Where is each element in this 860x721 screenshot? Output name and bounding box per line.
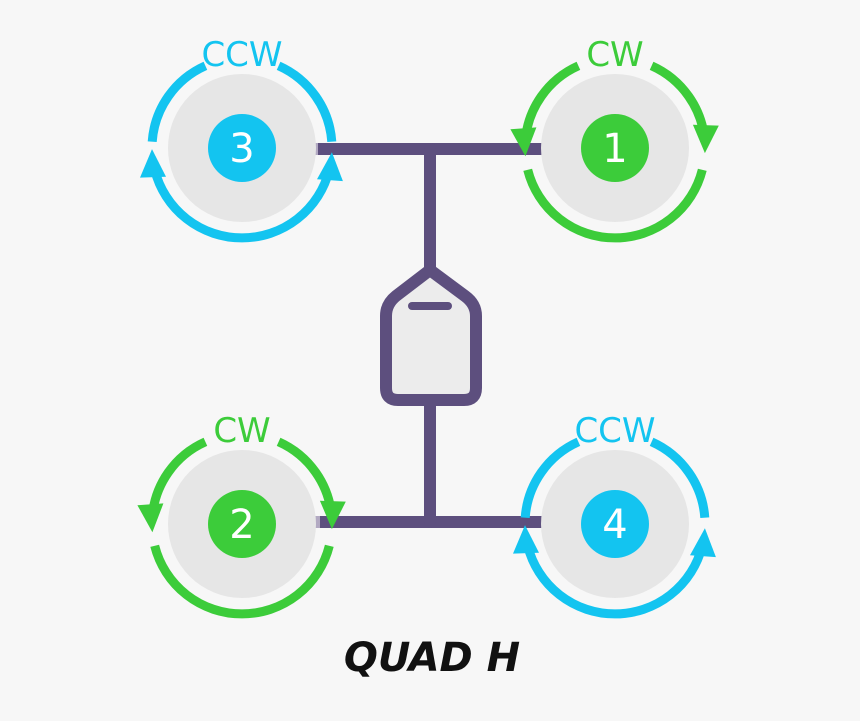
motor-hub — [581, 490, 649, 558]
flight-controller-body — [380, 264, 482, 406]
rotation-arc-lower — [523, 168, 707, 243]
rotation-arrow-right — [319, 500, 346, 530]
rotation-direction-label: CCW — [574, 411, 655, 451]
rotation-direction-label: CCW — [201, 35, 282, 75]
flight-controller — [380, 264, 482, 406]
rotation-arc-lower — [150, 168, 334, 243]
rotation-arc-upper-left — [520, 437, 581, 519]
motor-hub — [581, 114, 649, 182]
frame — [312, 143, 549, 528]
motor-number: 3 — [229, 126, 254, 172]
rotation-arrow-left — [510, 127, 537, 157]
motor-3: 3 CCW — [140, 35, 343, 243]
motor-2: 2 CW — [137, 411, 346, 619]
rotation-arrow-right — [317, 152, 343, 182]
rotation-direction-label: CW — [586, 35, 643, 75]
rotation-arc-upper-left — [147, 61, 208, 143]
rotation-arrow-left — [140, 149, 166, 178]
motor-hub — [208, 490, 276, 558]
rotation-arc-upper-right — [276, 61, 337, 143]
rotation-direction-label: CW — [213, 411, 270, 451]
rotation-arrow-left — [513, 525, 539, 554]
diagram-title: QUAD H — [344, 635, 520, 681]
motor-number: 4 — [602, 502, 627, 548]
rotation-arrow-right — [690, 528, 716, 558]
motor-1: 1 CW — [510, 35, 719, 243]
motor-number: 2 — [229, 502, 254, 548]
rotation-arrow-left — [137, 503, 164, 533]
motor-number: 1 — [602, 126, 627, 172]
motor-hub — [208, 114, 276, 182]
rotation-arc-upper-right — [649, 437, 710, 519]
rotation-arc-lower — [150, 544, 334, 619]
rotation-arrow-right — [692, 124, 719, 154]
rotation-arc-lower — [523, 544, 707, 619]
motor-4: 4 CCW — [513, 411, 716, 619]
